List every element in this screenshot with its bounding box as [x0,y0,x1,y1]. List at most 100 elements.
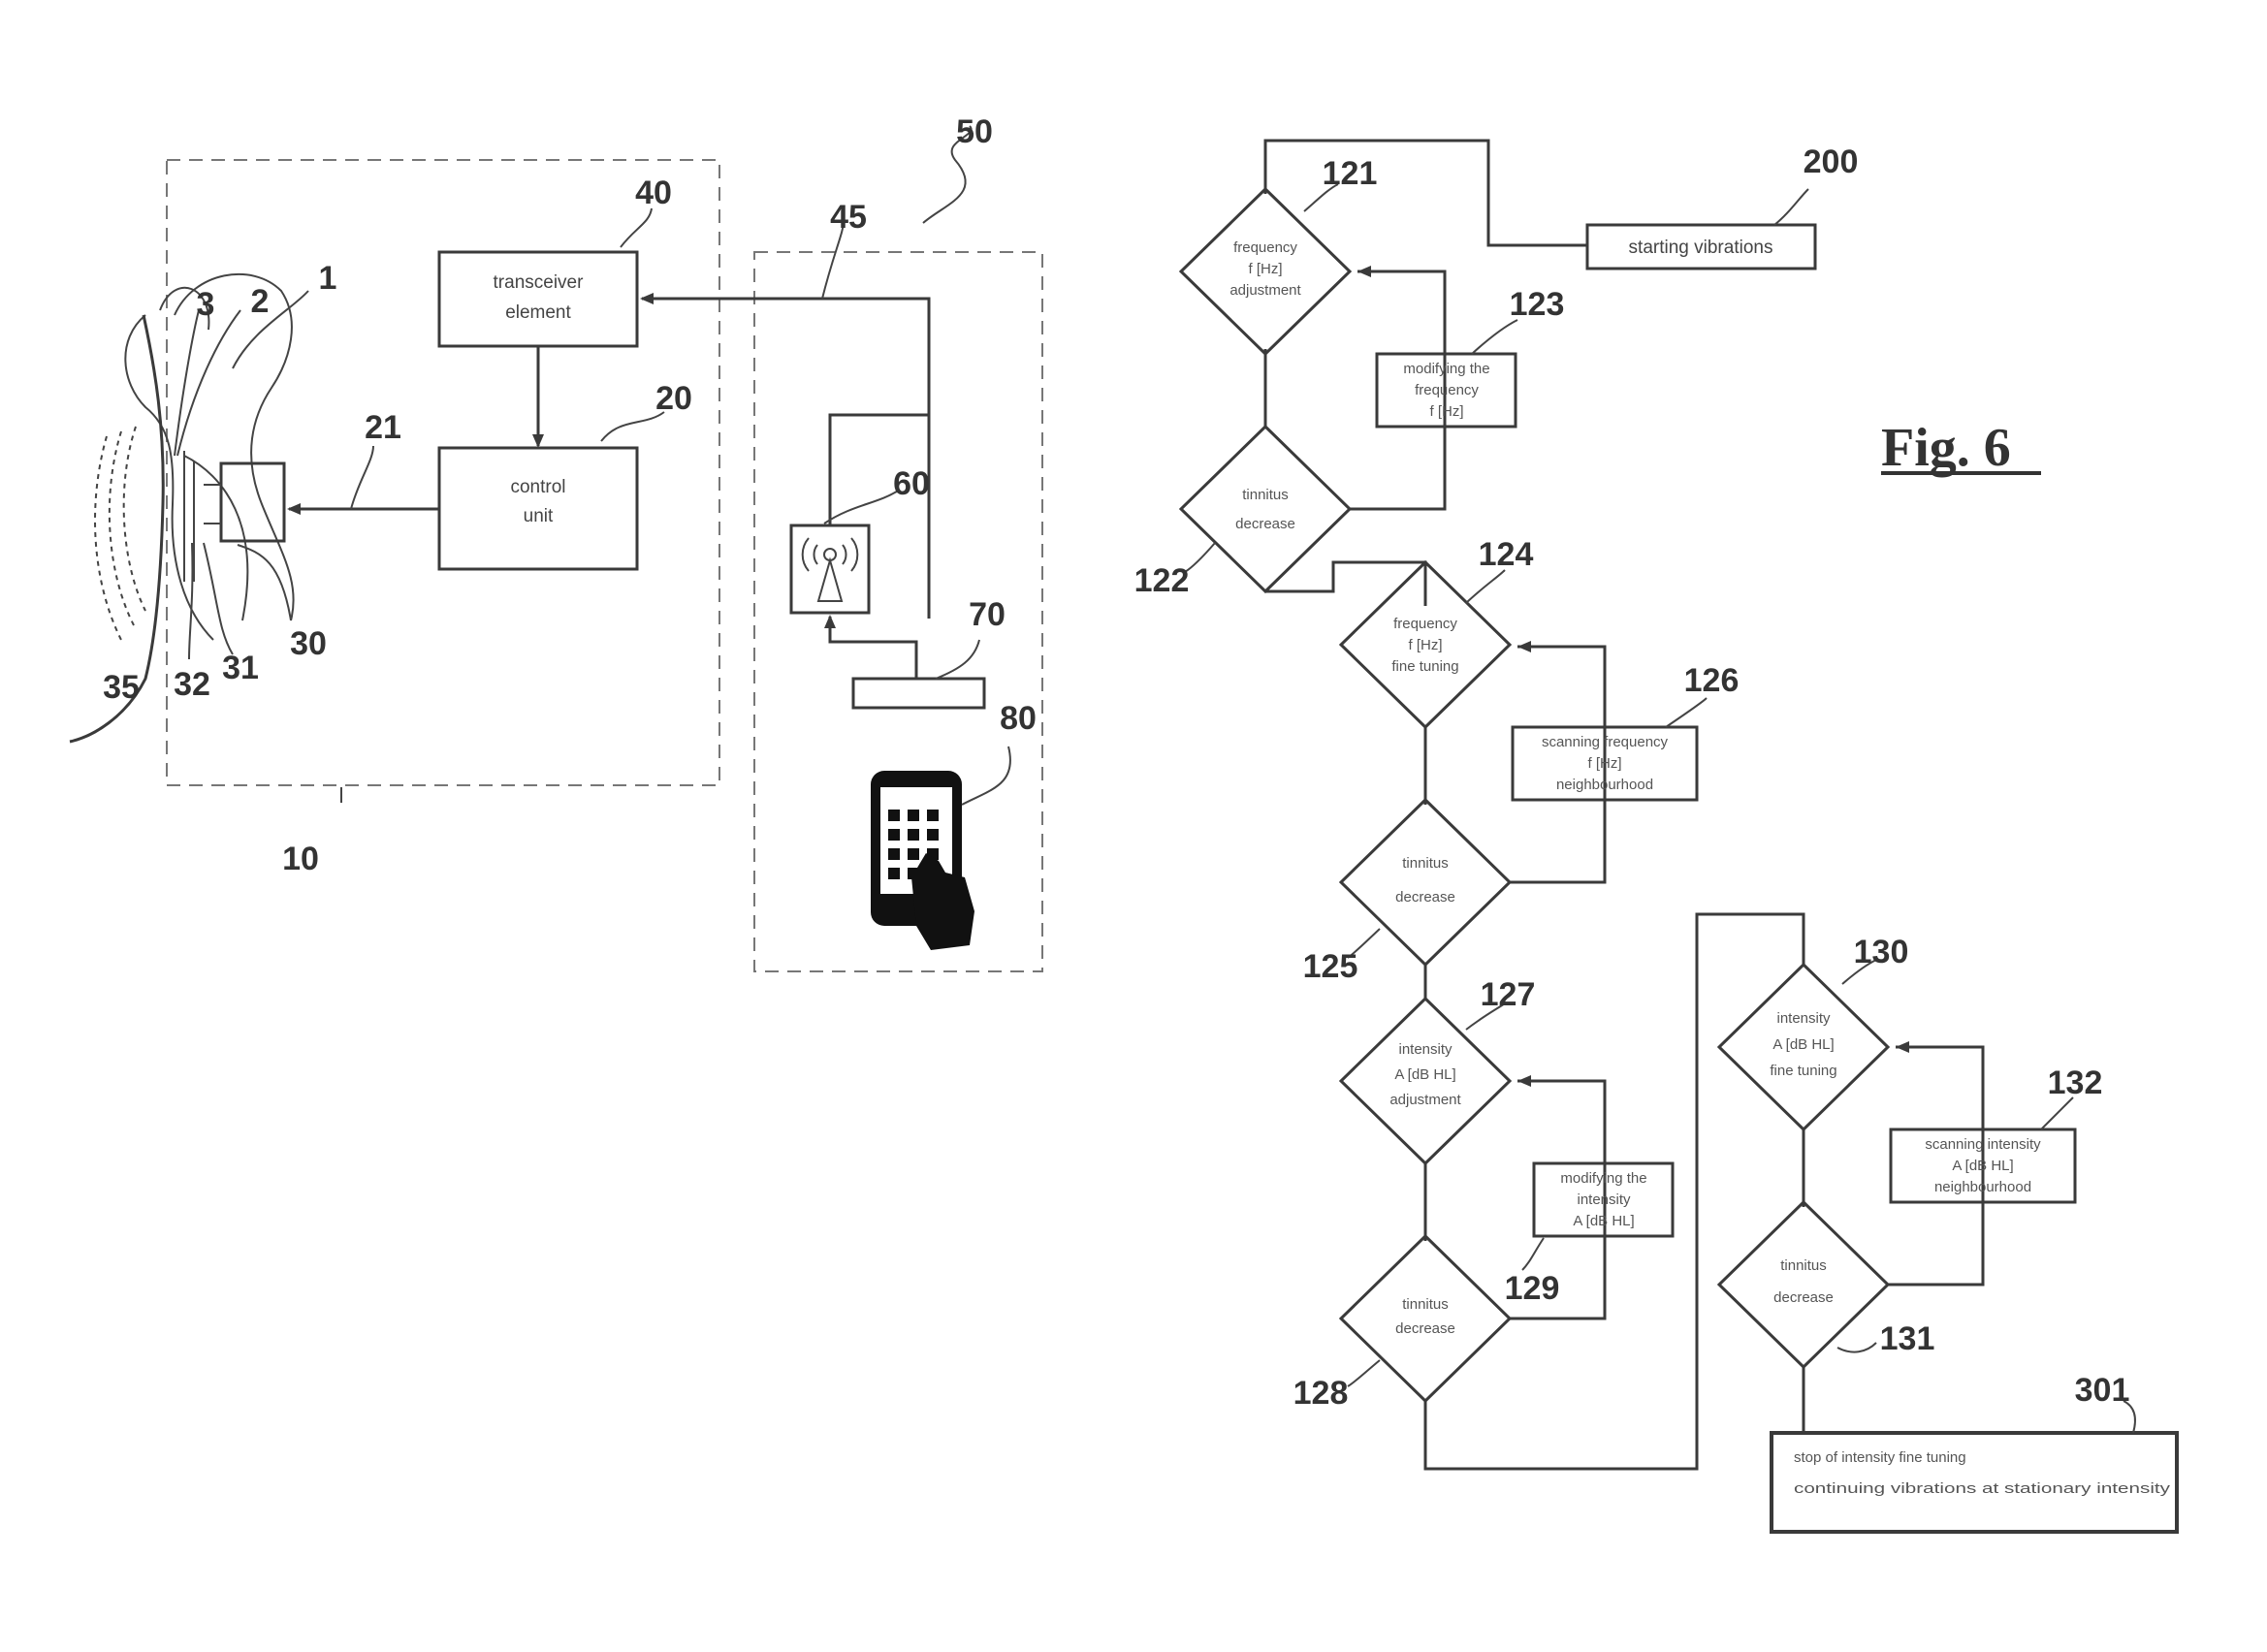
b132-line3: neighbourhood [1934,1179,2031,1195]
ref-1: 1 [319,260,337,297]
ref-127: 127 [1481,976,1536,1013]
modify-intensity-box [1532,1161,1675,1238]
d124-line1: frequency [1393,616,1457,632]
end-box-line2: continuing vibrations at stationary inte… [1794,1480,2171,1497]
d131-line1: tinnitus [1780,1257,1827,1274]
smartphone-icon [871,771,974,950]
tinnitus-flowchart: starting vibrations frequency f [Hz] adj… [1134,139,2179,1534]
d121-line2: f [Hz] [1248,261,1282,277]
d122-line1: tinnitus [1242,487,1289,503]
control-unit-label-line1: control [510,477,565,497]
d130-line2: A [dB HL] [1772,1036,1834,1053]
remote-enclosure-50 [753,251,1043,972]
ref-50: 50 [956,113,993,150]
b123-line2: frequency [1415,382,1479,398]
device-enclosure-10 [166,159,720,786]
transceiver-element-box [437,250,639,348]
decision-tinnitus-decrease-3 [1338,1233,1513,1404]
vibrator-element [219,461,286,543]
figure-label: Fig. 6 [1881,418,2011,478]
b123-line1: modifying the [1403,361,1489,377]
transceiver-label-line1: transceiver [494,272,585,293]
b126-line3: neighbourhood [1556,777,1653,793]
decision-tinnitus-decrease-2 [1338,797,1513,968]
d122-line2: decrease [1235,516,1295,532]
d127-line3: adjustment [1389,1092,1461,1108]
d131-line2: decrease [1773,1289,1834,1306]
device-schematic: transceiver element control unit [69,113,1043,972]
start-box [1585,223,1817,270]
start-box-label: starting vibrations [1629,238,1773,258]
ref-121: 121 [1323,155,1378,192]
scan-frequency-box [1511,725,1699,802]
ref-3: 3 [197,286,215,323]
decision-frequency-fine-tuning [1338,559,1513,730]
b129-line3: A [dB HL] [1573,1213,1634,1229]
ref-40: 40 [635,175,672,211]
ref-60: 60 [893,465,930,502]
flow-connectors [1263,139,1985,1471]
ref-35: 35 [103,669,140,706]
ref-124: 124 [1479,536,1534,573]
ref-126: 126 [1684,662,1740,699]
d127-line1: intensity [1398,1041,1453,1058]
control-unit-label-line2: unit [524,506,554,526]
end-box [1770,1431,2179,1534]
b129-line1: modifying the [1560,1170,1646,1187]
d121-line1: frequency [1233,239,1297,256]
antenna-box [789,524,871,615]
d124-line2: f [Hz] [1408,637,1442,653]
d128-line2: decrease [1395,1320,1455,1337]
ref-131: 131 [1880,1320,1935,1357]
interface-element [851,677,986,710]
d130-line3: fine tuning [1770,1063,1836,1079]
b132-line2: A [dB HL] [1952,1158,2013,1174]
modify-frequency-box [1375,352,1517,429]
d125-line2: decrease [1395,889,1455,905]
radio-link-45 [640,293,931,619]
b126-line1: scanning frequency [1542,734,1669,750]
end-box-line1: stop of intensity fine tuning [1794,1449,1966,1466]
decision-tinnitus-decrease-1 [1178,424,1353,594]
decision-intensity-adjustment [1338,996,1513,1166]
b129-line2: intensity [1577,1191,1631,1208]
leader-lines-device [174,125,1011,806]
ref-200: 200 [1804,143,1859,180]
ref-301: 301 [2075,1372,2130,1409]
b126-line2: f [Hz] [1587,755,1621,772]
d127-line2: A [dB HL] [1394,1066,1455,1083]
ref-130: 130 [1854,934,1909,970]
ref-10: 10 [282,841,319,877]
d125-line1: tinnitus [1402,855,1449,872]
ref-31: 31 [222,650,259,686]
ref-129: 129 [1505,1270,1560,1307]
decision-tinnitus-decrease-4 [1716,1199,1891,1370]
d121-line3: adjustment [1229,282,1301,299]
ref-21: 21 [365,409,401,446]
ref-80: 80 [1000,700,1037,737]
ref-122: 122 [1134,562,1190,599]
ref-2: 2 [251,283,270,320]
antenna-icon [801,537,859,602]
ref-123: 123 [1510,286,1565,323]
ref-32: 32 [174,666,210,703]
b123-line3: f [Hz] [1429,403,1463,420]
ref-30: 30 [290,625,327,662]
ref-20: 20 [655,380,692,417]
ref-45: 45 [830,199,867,236]
scan-intensity-box [1889,1128,2077,1204]
decision-intensity-fine-tuning [1716,962,1891,1132]
ref-132: 132 [2048,1064,2103,1101]
leader-lines-flow [1184,183,2136,1434]
ref-128: 128 [1293,1375,1349,1412]
d130-line1: intensity [1776,1010,1831,1027]
b132-line1: scanning intensity [1925,1136,2041,1153]
d128-line1: tinnitus [1402,1296,1449,1313]
ear-sketch [69,272,295,744]
ref-70: 70 [969,596,1006,633]
d124-line3: fine tuning [1391,658,1458,675]
decision-frequency-adjustment [1178,186,1353,357]
ref-125: 125 [1303,948,1358,985]
transceiver-label-line2: element [505,302,571,323]
